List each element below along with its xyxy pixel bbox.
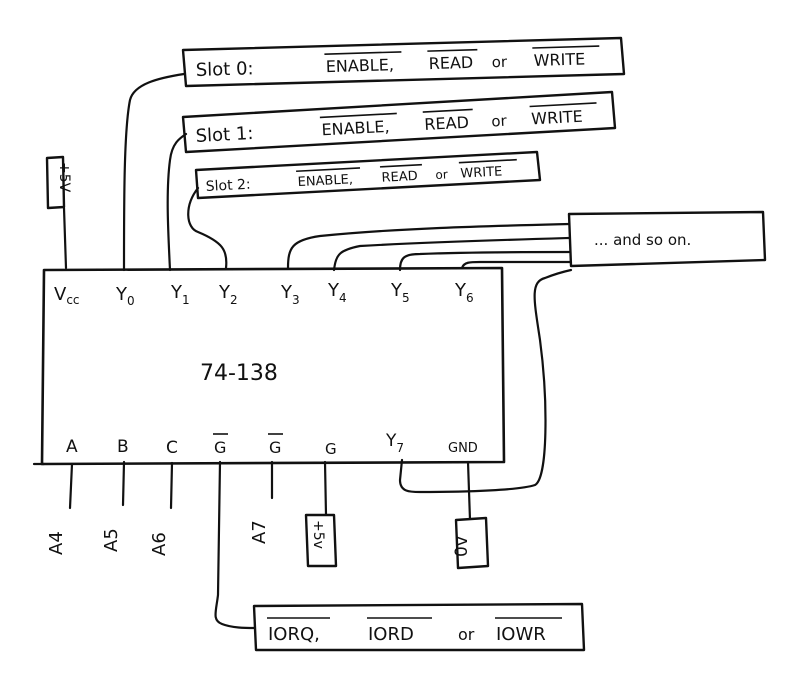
address-a5: A5 [101,528,122,552]
g1-supply: +5v [304,460,338,568]
pin-y3: Y3 [280,282,300,307]
pin-y7: Y7 [385,431,404,455]
slot-0-enable: ENABLE, [325,55,394,76]
address-a4: A4 [46,531,67,555]
slot-2-enable: ENABLE, [297,172,353,190]
slot-1-prefix: Slot 1: [195,123,254,147]
slot-2-box: Slot 2: ENABLE, READ or WRITE [194,150,542,200]
slot-2-or: or [435,167,448,182]
slot-1-write: WRITE [531,107,583,129]
io-box: IORQ, IORD or IOWR [252,602,586,652]
pin-y1: Y1 [170,282,190,307]
slot-0-or: or [491,53,508,71]
io-iord: IORD [368,624,414,645]
slot-1-enable: ENABLE, [321,117,390,140]
g1-supply-label: +5v [310,520,326,549]
and-so-on-label: ... and so on. [594,231,691,249]
ground-label: 0v [452,536,472,557]
continuation-wires [286,222,573,494]
vcc-supply: +5V [45,155,72,270]
slot-2-read: READ [381,169,418,186]
slot-0-write: WRITE [533,49,585,70]
io-iorq: IORQ, [268,624,320,645]
pin-gnd: GND [448,441,478,456]
and-so-on-box: ... and so on. [567,210,767,268]
chip-name: 74-138 [200,361,278,386]
address-a7: A7 [249,520,270,544]
pin-g2a: G [214,438,226,457]
slot-2-write: WRITE [460,164,503,181]
vcc-supply-label: +5V [56,162,72,193]
address-a6: A6 [149,532,170,556]
pin-y4: Y4 [327,280,347,305]
pin-a: A [66,437,78,457]
top-pin-labels: Vcc Y0 Y1 Y2 Y3 Y4 Y5 Y6 [54,280,474,308]
pin-g2b: G [269,438,281,457]
pin-y5: Y5 [390,280,410,305]
slot-0-read: READ [428,53,473,73]
ground-supply: 0v [452,460,490,570]
slot-0-prefix: Slot 0: [196,58,254,81]
address-lines: A4 A5 A6 A7 [46,460,274,556]
io-or: or [458,625,475,644]
pin-g1: G [325,440,337,458]
pin-b: B [117,437,129,457]
pin-y2: Y2 [218,282,238,307]
slot-0-box: Slot 0: ENABLE, READ or WRITE [181,36,626,88]
chip-74-138: 74-138 [32,266,506,466]
io-iowr: IOWR [496,624,546,645]
bottom-pin-labels: A B C G G G Y7 GND [66,431,478,458]
slot-1-box: Slot 1: ENABLE, READ or WRITE [181,90,617,154]
slot-1-or: or [491,112,508,131]
slot-2-prefix: Slot 2: [205,177,251,195]
pin-c: C [166,438,178,458]
pin-y6: Y6 [454,280,474,305]
slot-wires [122,72,228,272]
pin-y0: Y0 [115,284,135,308]
pin-vcc: Vcc [54,284,80,307]
slot-1-read: READ [424,113,469,134]
io-wire [214,460,258,630]
